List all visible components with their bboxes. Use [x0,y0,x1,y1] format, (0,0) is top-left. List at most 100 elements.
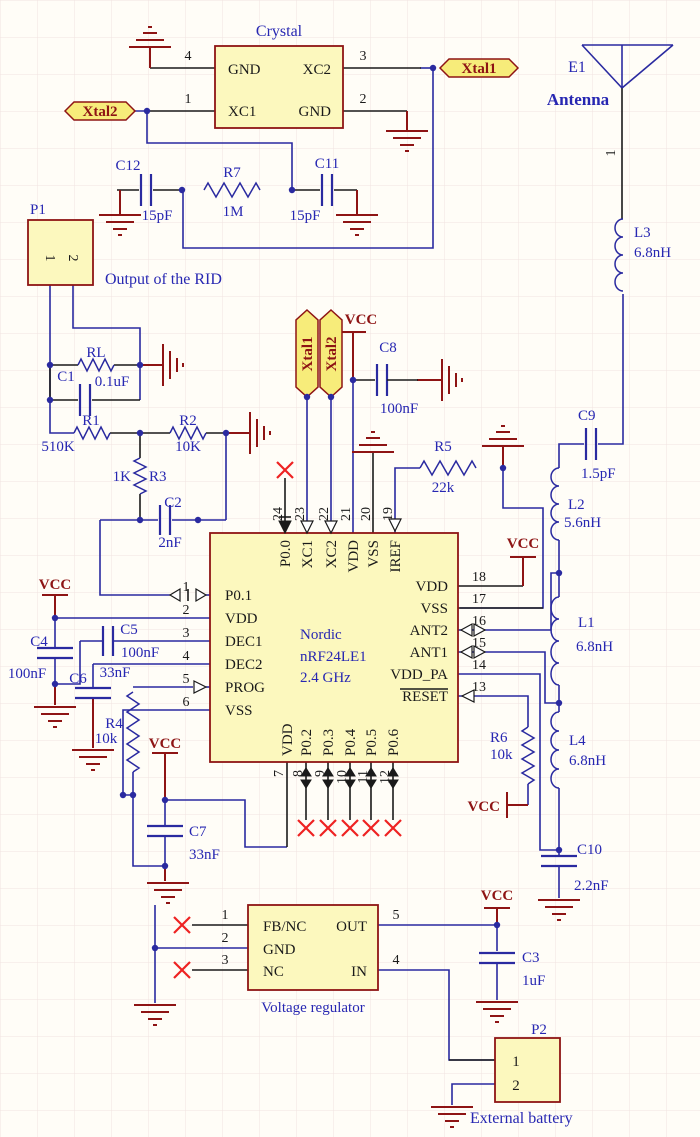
port-xtal2-top-label: Xtal2 [83,104,118,120]
crystal-pin1-num: 1 [185,92,192,107]
x-reg-pin1 [173,916,191,934]
ic-pin1-num: 1 [183,580,190,595]
r1-ref: R1 [82,413,100,429]
pin16-arrow-a [459,622,473,638]
c5-val: 100nF [121,645,159,661]
reg-pin4-num: 4 [393,953,400,968]
port-xtal2-mid[interactable]: Xtal2 [319,308,343,399]
pin1-arrow-left [168,587,181,603]
ic-pin15-name: ANT1 [410,645,448,661]
antenna-name: Antenna [547,90,610,109]
p2-pin2-num: 2 [512,1078,520,1094]
ic-right-pin-numbers: 18 17 16 15 14 13 [472,570,486,695]
crystal-pin2-num: 2 [360,92,367,107]
pin16-arrow-b [473,622,487,638]
crystal-xc1: XC1 [228,104,256,120]
ic-pin4-num: 4 [183,649,190,664]
ground-symbols [33,26,581,1128]
regulator-body[interactable] [247,904,379,991]
c7-ref: C7 [189,824,207,840]
ic-pin14-num: 14 [472,658,486,673]
e1-ref: E1 [568,59,586,76]
r3-val: 1K [113,469,132,485]
l1-val: 6.8nH [576,639,613,655]
p2-ref: P2 [531,1022,547,1038]
ic-pin3-num: 3 [183,626,190,641]
ic-pin18-name: VDD [416,579,449,595]
ic-pin16-name: ANT2 [410,623,448,639]
ic-nrf24le1-body[interactable] [209,532,459,763]
antenna-symbol[interactable] [581,44,674,89]
x-pin12 [384,819,402,837]
l2-ref: L2 [568,497,585,513]
reg-out: OUT [336,919,367,935]
ic-name-line3: 2.4 GHz [300,670,351,686]
pin15-arrow-b [473,644,487,660]
pin-lines [49,67,623,1061]
reg-in: IN [351,964,367,980]
ic-pin10-num: 10 [335,770,350,784]
x-reg-pin3 [173,961,191,979]
pin23-arrow [300,520,314,535]
reg-fbnc: FB/NC [263,919,306,935]
ic-right-pin-names: VDD VSS ANT2 ANT1 VDD_PA RESET [390,579,448,705]
r6-val: 10k [490,747,513,763]
l3-ref: L3 [634,225,651,241]
port-xtal1-mid[interactable]: Xtal1 [295,308,319,399]
r7-ref: R7 [223,165,241,181]
c5-ref: C5 [120,622,138,638]
c6-ref: C6 [69,671,87,687]
p1-pin2-num: 2 [65,255,80,262]
x-pin8 [297,819,315,837]
ic-pin5-num: 5 [183,672,190,687]
x-pin11 [362,819,380,837]
c7-val: 33nF [189,847,220,863]
ic-pin21-num: 21 [339,507,354,521]
r1-val: 510K [41,439,75,455]
r2-val: 10K [175,439,201,455]
ic-pin23-name: XC1 [300,540,316,568]
crystal-body[interactable] [214,45,344,129]
p1-ref: P1 [30,202,46,218]
resistors [73,181,536,785]
ic-left-pin-names: P0.1 VDD DEC1 DEC2 PROG VSS [225,588,265,719]
ic-pin21-name: VDD [346,540,362,573]
c1-ref: C1 [57,369,75,385]
ic-pin9-num: 9 [313,770,328,777]
ic-pin17-name: VSS [420,601,448,617]
ic-pin9-name: P0.3 [321,729,337,756]
ic-pin5-name: PROG [225,680,265,696]
inductors [550,218,624,789]
ic-pin18-num: 18 [472,570,486,585]
port-xtal2-top[interactable]: Xtal2 [63,101,137,121]
c8-val: 100nF [380,401,418,417]
port-xtal1-top[interactable]: Xtal1 [438,58,520,78]
r7-val: 1M [223,204,244,220]
c3-val: 1uF [522,973,545,989]
ic-pin7-name: VDD [280,723,296,756]
ic-pin19-num: 19 [381,507,396,521]
l4-ref: L4 [569,733,586,749]
ic-pin3-name: DEC1 [225,634,263,650]
ic-pin8-num: 8 [291,770,306,777]
rl-ref: RL [86,345,105,361]
ic-pin22-num: 22 [317,507,332,521]
crystal-gnd-br: GND [299,104,332,120]
c10-val: 2.2nF [574,878,609,894]
ic-pin13-num: 13 [472,680,486,695]
c4-ref: C4 [30,634,48,650]
reg-pin5-num: 5 [393,908,400,923]
connector-p2-body[interactable] [494,1037,561,1103]
r4-val: 10k [95,731,118,747]
connector-p1-body[interactable] [27,219,94,286]
r4-ref: R4 [105,716,123,732]
pin24-arrow [278,520,292,535]
wires [49,67,624,1105]
c9-val: 1.5pF [581,466,616,482]
x-pin9 [319,819,337,837]
r5-val: 22k [432,480,455,496]
ic-pin16-num: 16 [472,614,486,629]
pin19-arrow [388,518,402,533]
ic-pin17-num: 17 [472,592,486,607]
ic-top-pin-numbers: 24 23 22 21 20 19 [271,507,396,521]
